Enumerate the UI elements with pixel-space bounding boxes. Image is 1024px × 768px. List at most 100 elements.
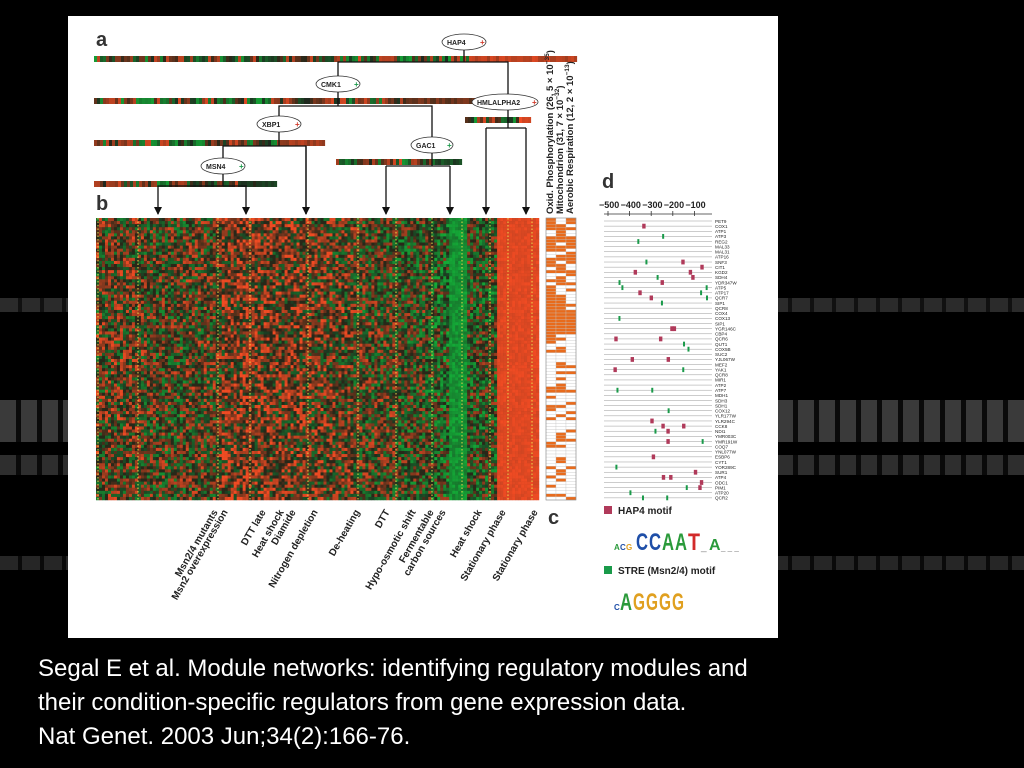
heatmap-cell bbox=[164, 300, 169, 305]
heatmap-cell bbox=[143, 444, 148, 449]
heatmap-cell bbox=[119, 322, 124, 326]
heatmap-cell bbox=[161, 285, 166, 289]
heatmap-cell bbox=[134, 313, 139, 317]
heatmap-cell bbox=[110, 457, 115, 461]
heatmap-cell bbox=[176, 331, 181, 335]
heatmap-cell bbox=[170, 328, 175, 332]
heatmap-cell bbox=[104, 362, 109, 366]
heatmap-cell bbox=[113, 303, 118, 308]
expression-cell bbox=[139, 56, 143, 62]
heatmap-cell bbox=[143, 313, 148, 317]
heatmap-cell bbox=[152, 389, 157, 393]
heatmap-cell bbox=[200, 429, 205, 433]
heatmap-cell bbox=[152, 257, 157, 262]
expression-cell bbox=[406, 98, 410, 104]
heatmap-cell bbox=[128, 263, 133, 268]
heatmap-cell bbox=[119, 294, 124, 298]
heatmap-cell bbox=[188, 472, 193, 476]
heatmap-cell bbox=[206, 444, 210, 449]
heatmap-cell bbox=[152, 309, 157, 314]
heatmap-cell bbox=[233, 475, 237, 479]
expression-cell bbox=[415, 56, 419, 62]
heatmap-cell bbox=[164, 288, 169, 292]
heatmap-cell bbox=[152, 380, 157, 384]
heatmap-cell bbox=[110, 469, 115, 473]
heatmap-cell bbox=[185, 487, 190, 492]
heatmap-cell bbox=[221, 466, 225, 470]
heatmap-cell bbox=[173, 365, 178, 369]
heatmap-cell bbox=[116, 273, 121, 277]
heatmap-cell bbox=[212, 273, 216, 277]
heatmap-cell bbox=[209, 411, 213, 415]
expression-cell bbox=[525, 117, 529, 123]
heatmap-cell bbox=[236, 294, 240, 298]
heatmap-cell bbox=[104, 429, 109, 433]
heatmap-cell bbox=[224, 245, 228, 249]
heatmap-cell bbox=[158, 490, 163, 495]
expression-cell bbox=[103, 98, 107, 104]
heatmap-cell bbox=[221, 309, 225, 314]
heatmap-cell bbox=[158, 291, 163, 295]
heatmap-cell bbox=[218, 371, 222, 375]
heatmap-cell bbox=[113, 224, 118, 228]
heatmap-cell bbox=[134, 454, 139, 458]
heatmap-cell bbox=[140, 313, 145, 317]
heatmap-cell bbox=[164, 496, 169, 501]
heatmap-cell bbox=[134, 383, 139, 387]
heatmap-cell bbox=[143, 300, 148, 305]
heatmap-cell bbox=[209, 374, 213, 378]
heatmap-cell bbox=[101, 426, 106, 430]
heatmap-cell bbox=[96, 331, 100, 335]
heatmap-cell bbox=[149, 457, 154, 461]
heatmap-cell bbox=[107, 359, 112, 363]
heatmap-cell bbox=[182, 270, 187, 274]
heatmap-cell bbox=[104, 257, 109, 262]
heatmap-cell bbox=[161, 469, 166, 473]
heatmap-cell bbox=[170, 475, 175, 479]
heatmap-cell bbox=[191, 254, 196, 259]
heatmap-cell bbox=[164, 444, 169, 449]
heatmap-cell bbox=[200, 248, 205, 252]
heatmap-cell bbox=[218, 248, 222, 252]
heatmap-cell bbox=[146, 380, 151, 384]
heatmap-cell bbox=[146, 291, 151, 295]
expression-cell bbox=[484, 56, 488, 62]
heatmap-cell bbox=[125, 239, 130, 243]
heatmap-cell bbox=[134, 322, 139, 326]
heatmap-cell bbox=[188, 386, 193, 390]
heatmap-cell bbox=[230, 432, 234, 436]
heatmap-cell bbox=[194, 377, 199, 381]
expression-cell bbox=[319, 140, 323, 146]
heatmap-cell bbox=[96, 355, 100, 360]
heatmap-cell bbox=[146, 432, 151, 436]
heatmap-cell bbox=[140, 472, 145, 476]
heatmap-cell bbox=[140, 254, 145, 259]
heatmap-cell bbox=[230, 487, 234, 492]
heatmap-cell bbox=[122, 291, 127, 295]
heatmap-cell bbox=[221, 316, 225, 320]
heatmap-cell bbox=[134, 239, 139, 243]
heatmap-cell bbox=[188, 221, 193, 225]
heatmap-cell bbox=[137, 454, 142, 458]
heatmap-cell bbox=[176, 251, 181, 256]
heatmap-cell bbox=[116, 263, 121, 268]
heatmap-cell bbox=[227, 325, 231, 329]
heatmap-cell bbox=[116, 493, 121, 498]
heatmap-cell bbox=[212, 484, 216, 488]
heatmap-cell bbox=[113, 291, 118, 295]
heatmap-cell bbox=[167, 496, 172, 501]
heatmap-cell bbox=[134, 371, 139, 375]
heatmap-cell bbox=[197, 306, 202, 311]
heatmap-cell bbox=[218, 490, 222, 495]
heatmap-cell bbox=[167, 263, 172, 268]
heatmap-cell bbox=[179, 493, 184, 498]
heatmap-cell bbox=[236, 300, 240, 305]
heatmap-cell bbox=[143, 306, 148, 311]
heatmap-cell bbox=[164, 365, 169, 369]
heatmap-cell bbox=[182, 359, 187, 363]
expression-cell bbox=[139, 98, 143, 104]
heatmap-cell bbox=[230, 337, 234, 341]
heatmap-cell bbox=[107, 487, 112, 492]
heatmap-cell bbox=[149, 362, 154, 366]
heatmap-cell bbox=[227, 239, 231, 243]
